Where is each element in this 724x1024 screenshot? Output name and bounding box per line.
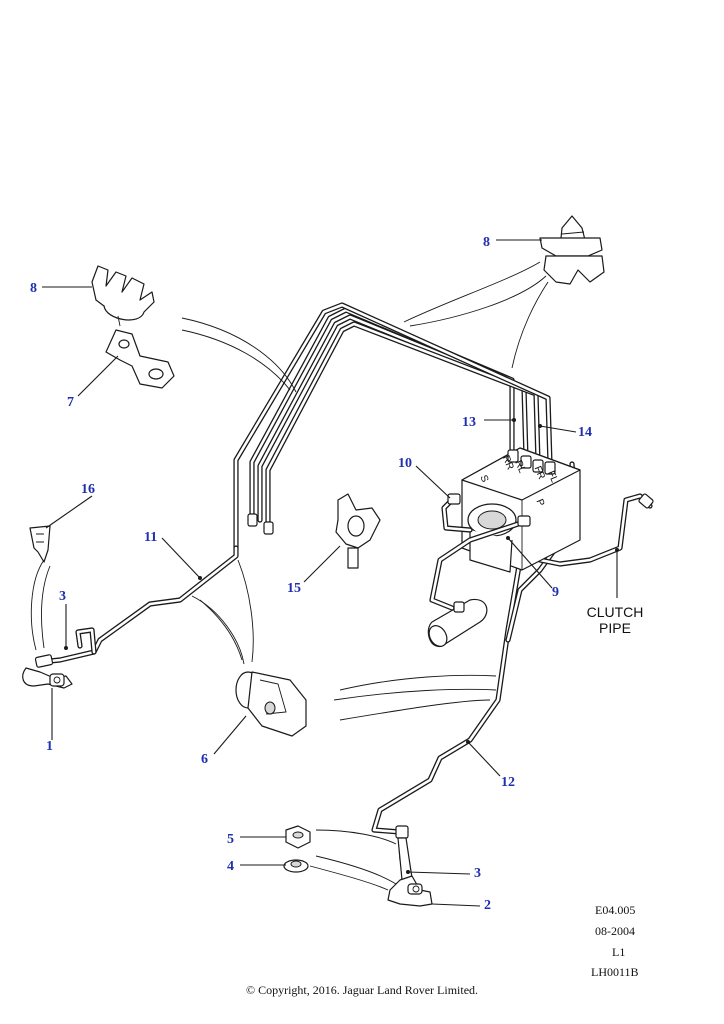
callout-8-right: 8 <box>483 235 490 250</box>
clutch-pipe <box>537 493 654 567</box>
callout-5: 5 <box>227 832 234 847</box>
drawing-id: LH0011B <box>591 965 639 979</box>
callout-1: 1 <box>46 739 53 754</box>
callout-13: 13 <box>462 415 476 430</box>
spring-clip-16 <box>29 525 51 563</box>
pipe-end-fittings <box>247 513 274 535</box>
callout-8-left: 8 <box>30 281 37 296</box>
p-clip-15 <box>335 493 381 569</box>
bracket-7 <box>105 329 175 389</box>
callout-14: 14 <box>578 425 592 440</box>
abs-modulator <box>427 447 581 648</box>
callout-3-bottom: 3 <box>474 866 481 881</box>
callout-7: 7 <box>67 395 74 410</box>
callout-4: 4 <box>227 859 234 874</box>
clutch-pipe-note: CLUTCH PIPE <box>580 604 650 636</box>
association-arcs <box>30 261 549 891</box>
callout-6: 6 <box>201 752 208 767</box>
callout-10: 10 <box>398 456 412 471</box>
leader-lines <box>42 239 618 907</box>
brake-pipe-bundle <box>233 302 553 551</box>
nut-5 <box>285 825 311 849</box>
pipe-clip-8-right <box>539 215 605 285</box>
callout-11: 11 <box>144 530 158 545</box>
callout-3-left: 3 <box>59 589 66 604</box>
nut-4 <box>283 859 309 873</box>
callout-12: 12 <box>501 775 515 790</box>
drawing-ref: E04.005 <box>595 903 636 917</box>
clip-block-6 <box>235 671 307 737</box>
clutch-pipe-note-line2: PIPE <box>599 620 631 636</box>
front-hose-assembly <box>22 654 73 689</box>
clutch-pipe-note-line1: CLUTCH <box>586 604 644 620</box>
leader-dots <box>64 418 619 874</box>
rear-hose-assembly <box>387 825 433 907</box>
callout-15: 15 <box>287 581 301 596</box>
callout-2: 2 <box>484 898 491 913</box>
brake-pipe-11 <box>37 545 239 665</box>
copyright: © Copyright, 2016. Jaguar Land Rover Lim… <box>245 983 479 997</box>
pipe-clip-8-left <box>91 265 155 327</box>
callout-9: 9 <box>552 585 559 600</box>
drawing-level: L1 <box>612 945 626 959</box>
drawing-date: 08-2004 <box>595 924 635 938</box>
callout-16: 16 <box>81 482 95 497</box>
